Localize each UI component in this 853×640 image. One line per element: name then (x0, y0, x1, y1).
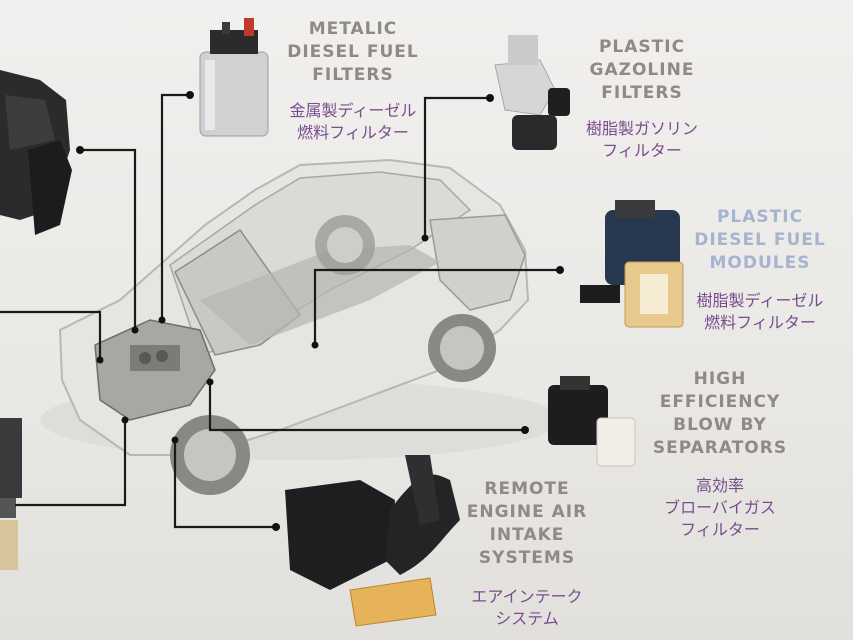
car-cutaway-illustration (40, 158, 560, 495)
gazoline-jp-label: 樹脂製ガソリン フィルター (572, 118, 712, 162)
blowby-line-2: EFFICIENCY (659, 392, 781, 412)
air-intake-line-1: REMOTE (484, 479, 570, 499)
connector-lines (0, 93, 560, 529)
air-intake-line-3: INTAKE (489, 525, 565, 545)
blowby-separator-part (548, 376, 636, 467)
blowby-line-4: SEPARATORS (652, 438, 788, 458)
blowby-line-3: BLOW BY (673, 415, 767, 435)
diesel-modules-line-2: DIESEL FUEL (694, 230, 826, 250)
metalic-jp-line-1: 金属製ディーゼル (289, 101, 417, 120)
diesel-modules-jp-label: 樹脂製ディーゼル 燃料フィルター (680, 290, 840, 334)
air-intake-line-2: ENGINE AIR (466, 502, 588, 522)
metalic-line-1: METALIC (308, 19, 398, 39)
diesel-modules-jp-line-2: 燃料フィルター (704, 313, 816, 332)
metalic-jp-line-2: 燃料フィルター (297, 123, 409, 142)
gazoline-line-2: GAZOLINE (589, 60, 695, 80)
metalic-line-3: FILTERS (312, 65, 394, 85)
intake-manifold-part (0, 70, 72, 235)
gazoline-line-1: PLASTIC (598, 37, 686, 57)
oil-filter-part (0, 418, 22, 570)
metalic-diesel-jp-label: 金属製ディーゼル 燃料フィルター (262, 100, 444, 144)
blowby-jp-line-1: 高効率 (695, 476, 744, 495)
air-intake-jp-label: エアインテーク システム (452, 586, 602, 630)
air-intake-part (285, 455, 460, 627)
metalic-diesel-filter-part (199, 18, 269, 137)
metalic-diesel-en-label: METALIC DIESEL FUEL FILTERS (262, 18, 444, 87)
blowby-jp-line-3: フィルター (680, 520, 760, 539)
blowby-jp-label: 高効率 ブローバイガス フィルター (640, 475, 800, 541)
blowby-en-label: HIGH EFFICIENCY BLOW BY SEPARATORS (640, 368, 800, 460)
diesel-modules-line-1: PLASTIC (716, 207, 804, 227)
blowby-line-1: HIGH (693, 369, 747, 389)
plastic-gazoline-filter-part (494, 35, 570, 150)
plastic-diesel-module-part (580, 200, 684, 328)
air-intake-jp-line-1: エアインテーク (471, 587, 583, 606)
blowby-jp-line-2: ブローバイガス (664, 498, 776, 517)
gazoline-line-3: FILTERS (601, 83, 683, 103)
gazoline-jp-line-1: 樹脂製ガソリン (585, 119, 698, 138)
connector-dots (76, 91, 564, 531)
diesel-modules-en-label: PLASTIC DIESEL FUEL MODULES (680, 206, 840, 275)
gazoline-jp-line-2: フィルター (602, 141, 682, 160)
air-intake-line-4: SYSTEMS (478, 548, 576, 568)
gazoline-en-label: PLASTIC GAZOLINE FILTERS (572, 36, 712, 105)
diesel-modules-line-3: MODULES (709, 253, 811, 273)
air-intake-jp-line-2: システム (495, 609, 559, 628)
metalic-line-2: DIESEL FUEL (287, 42, 419, 62)
diesel-modules-jp-line-1: 樹脂製ディーゼル (696, 291, 824, 310)
air-intake-en-label: REMOTE ENGINE AIR INTAKE SYSTEMS (452, 478, 602, 570)
